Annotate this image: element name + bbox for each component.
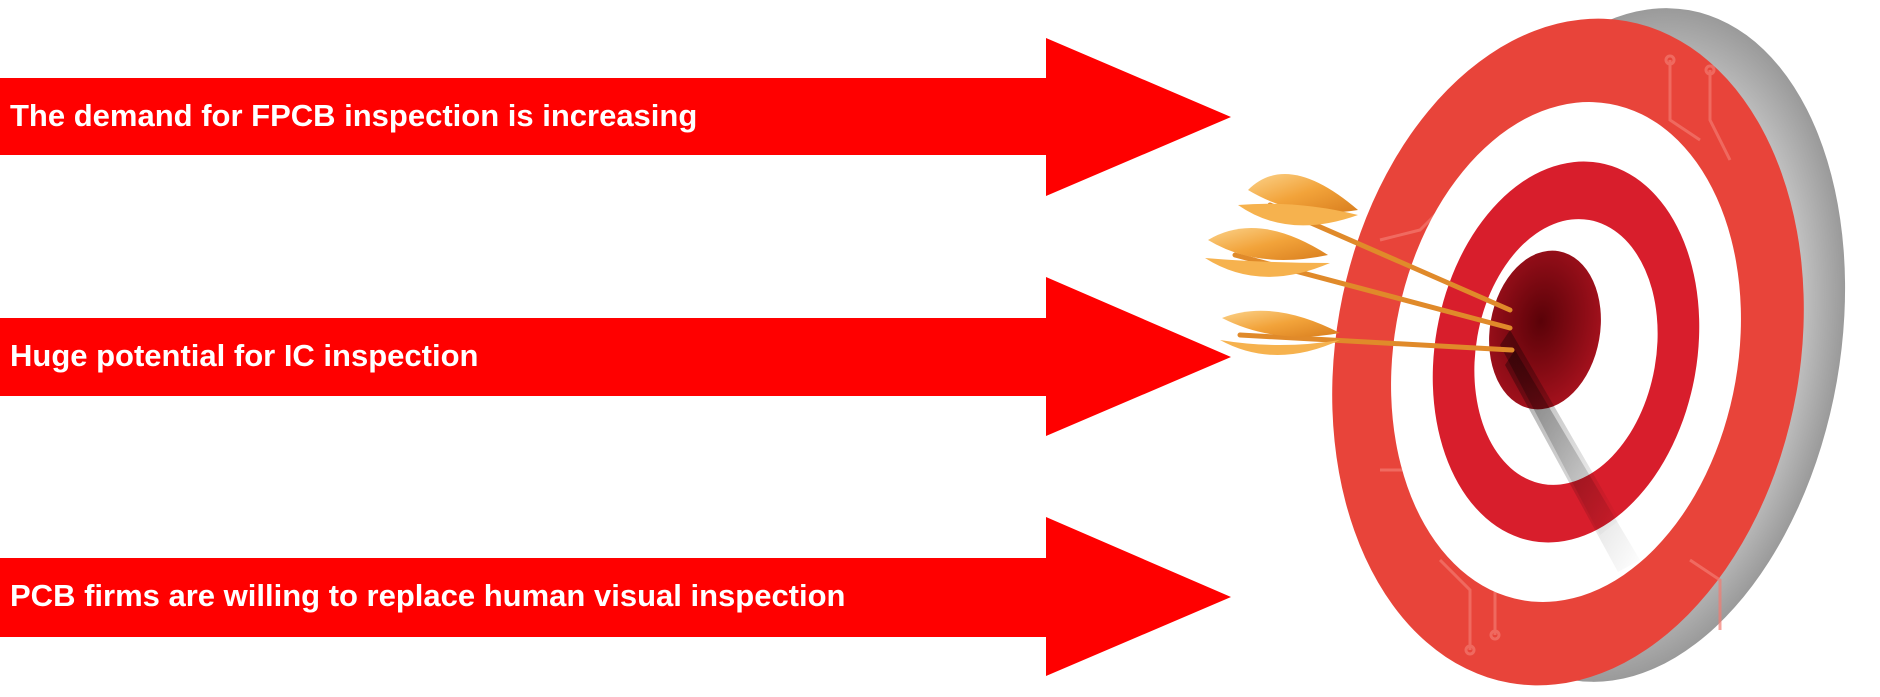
arrow-2-label: Huge potential for IC inspection [10,338,479,373]
dart-icon [1205,174,1515,355]
arrow-1-label: The demand for FPCB inspection is increa… [10,98,698,133]
arrow-2-shape [0,277,1231,436]
dart-3-shaft [1237,332,1515,353]
arrow-3 [0,517,1231,676]
arrow-1 [0,38,1231,196]
arrow-3-label: PCB firms are willing to replace human v… [10,578,846,613]
arrow-1-shape [0,38,1231,196]
arrow-2 [0,277,1231,436]
dart-1-fletching [1248,174,1358,213]
dart-2-fletching [1208,228,1328,260]
circuit-pattern [1379,54,1732,656]
target-icon [1332,8,1846,686]
arrow-3-shape [0,517,1231,676]
dart-shadows [1500,330,1640,572]
dart-3-fletching [1222,310,1340,337]
